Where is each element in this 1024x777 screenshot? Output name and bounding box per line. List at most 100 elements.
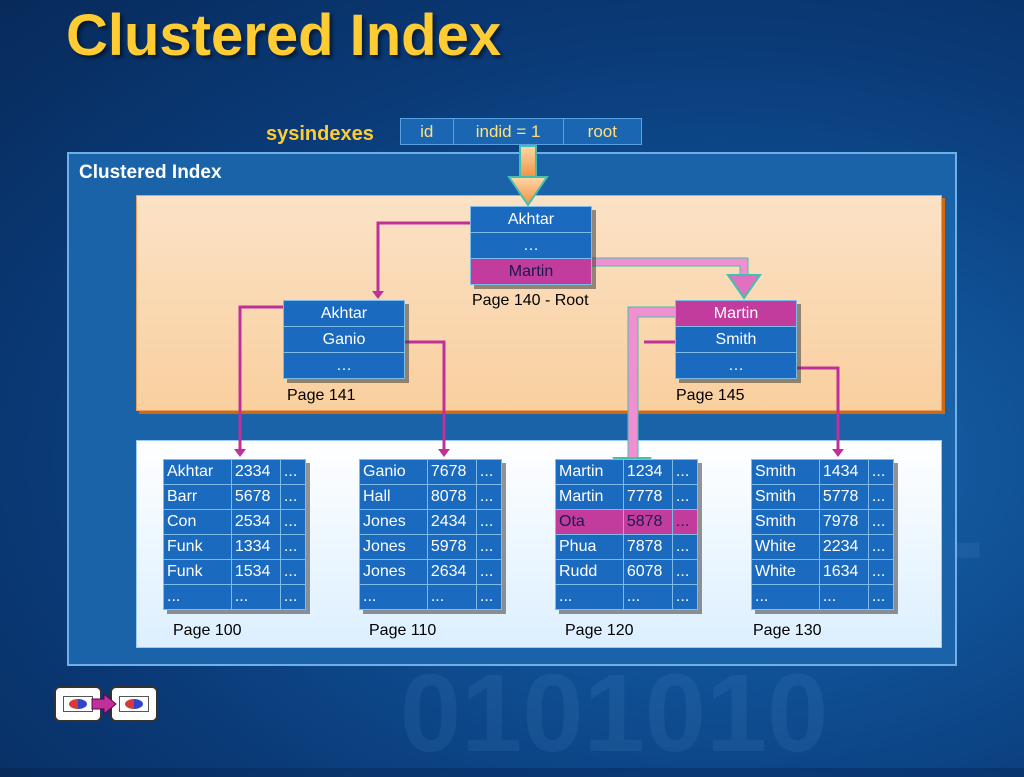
cell-more: ... <box>867 459 895 485</box>
cell-id: 7978 <box>818 509 869 535</box>
cell-more: ... <box>475 459 503 485</box>
cell-more: ... <box>279 559 307 585</box>
slide-title: Clustered Index <box>66 3 502 68</box>
cell-name: Martin <box>555 459 624 485</box>
cell-name: ... <box>751 584 820 610</box>
cell-id: 8078 <box>426 484 477 510</box>
table-row: ......... <box>751 584 895 610</box>
page-145-key-smith: Smith <box>676 327 796 353</box>
cell-more: ... <box>671 484 699 510</box>
cell-id: 2634 <box>426 559 477 585</box>
table-row: ......... <box>359 584 503 610</box>
search-arrow-root-to-145 <box>589 257 762 300</box>
table-row: ......... <box>555 584 699 610</box>
cell-more: ... <box>279 584 307 610</box>
cell-name: Hall <box>359 484 428 510</box>
cell-more: ... <box>475 534 503 560</box>
cell-id: 2234 <box>818 534 869 560</box>
page-130-label: Page 130 <box>753 622 822 639</box>
cell-more: ... <box>867 584 895 610</box>
cell-more: ... <box>671 584 699 610</box>
pointer-145-to-130 <box>795 366 840 455</box>
pie-thumb-icon <box>69 699 87 709</box>
page-145-key-ellipsis: … <box>728 357 744 374</box>
cell-name: Smith <box>751 459 820 485</box>
cell-name: ... <box>555 584 624 610</box>
next-slide-icon[interactable] <box>110 686 158 722</box>
cell-more: ... <box>475 559 503 585</box>
cell-id: ... <box>622 584 673 610</box>
cell-name: White <box>751 534 820 560</box>
node-page-145: Martin Smith … <box>675 300 797 379</box>
cell-name: Jones <box>359 534 428 560</box>
table-row: ......... <box>163 584 307 610</box>
sysindexes-col-indid: indid = 1 <box>454 119 564 144</box>
page-120-label: Page 120 <box>565 622 634 639</box>
cell-more: ... <box>475 509 503 535</box>
cell-more: ... <box>671 459 699 485</box>
cell-more: ... <box>671 559 699 585</box>
cell-name: Rudd <box>555 559 624 585</box>
sysindexes-row: id indid = 1 root <box>400 118 642 145</box>
previous-slide-icon[interactable] <box>54 686 102 722</box>
cell-name: White <box>751 559 820 585</box>
cell-more: ... <box>867 484 895 510</box>
non-leaf-level-area <box>136 195 942 411</box>
pointer-141-to-100 <box>238 305 283 455</box>
root-pointer-arrow <box>507 145 549 207</box>
root-node-page-140: Akhtar … Martin <box>470 206 592 285</box>
cell-more: ... <box>475 584 503 610</box>
cell-id: 2534 <box>230 509 281 535</box>
page-110-label: Page 110 <box>369 622 437 639</box>
cell-more: ... <box>671 534 699 560</box>
panel-label: Clustered Index <box>79 162 222 183</box>
cell-name: ... <box>163 584 232 610</box>
cell-id: ... <box>230 584 281 610</box>
cell-id: 7678 <box>426 459 477 485</box>
cell-more: ... <box>671 509 699 535</box>
cell-name: Ganio <box>359 459 428 485</box>
cell-name: Akhtar <box>163 459 232 485</box>
page-141-label: Page 141 <box>287 387 356 404</box>
cell-name: Jones <box>359 559 428 585</box>
cell-more: ... <box>279 534 307 560</box>
cell-more: ... <box>475 484 503 510</box>
cell-id: 5778 <box>818 484 869 510</box>
cell-id: 1234 <box>622 459 673 485</box>
cell-name: Smith <box>751 484 820 510</box>
root-key-martin: Martin <box>471 259 591 284</box>
cell-name: Martin <box>555 484 624 510</box>
sysindexes-label: sysindexes <box>266 123 374 145</box>
cell-more: ... <box>279 484 307 510</box>
cell-id: 1534 <box>230 559 281 585</box>
cell-more: ... <box>279 509 307 535</box>
cell-more: ... <box>279 459 307 485</box>
cell-name: Smith <box>751 509 820 535</box>
cell-id: 1634 <box>818 559 869 585</box>
cell-name: Ota <box>555 509 624 535</box>
cell-id: ... <box>818 584 869 610</box>
cell-id: 6078 <box>622 559 673 585</box>
cell-name: ... <box>359 584 428 610</box>
node-page-141: Akhtar Ganio … <box>283 300 405 379</box>
cell-id: 5978 <box>426 534 477 560</box>
page-140-label: Page 140 - Root <box>472 292 589 309</box>
cell-more: ... <box>867 559 895 585</box>
